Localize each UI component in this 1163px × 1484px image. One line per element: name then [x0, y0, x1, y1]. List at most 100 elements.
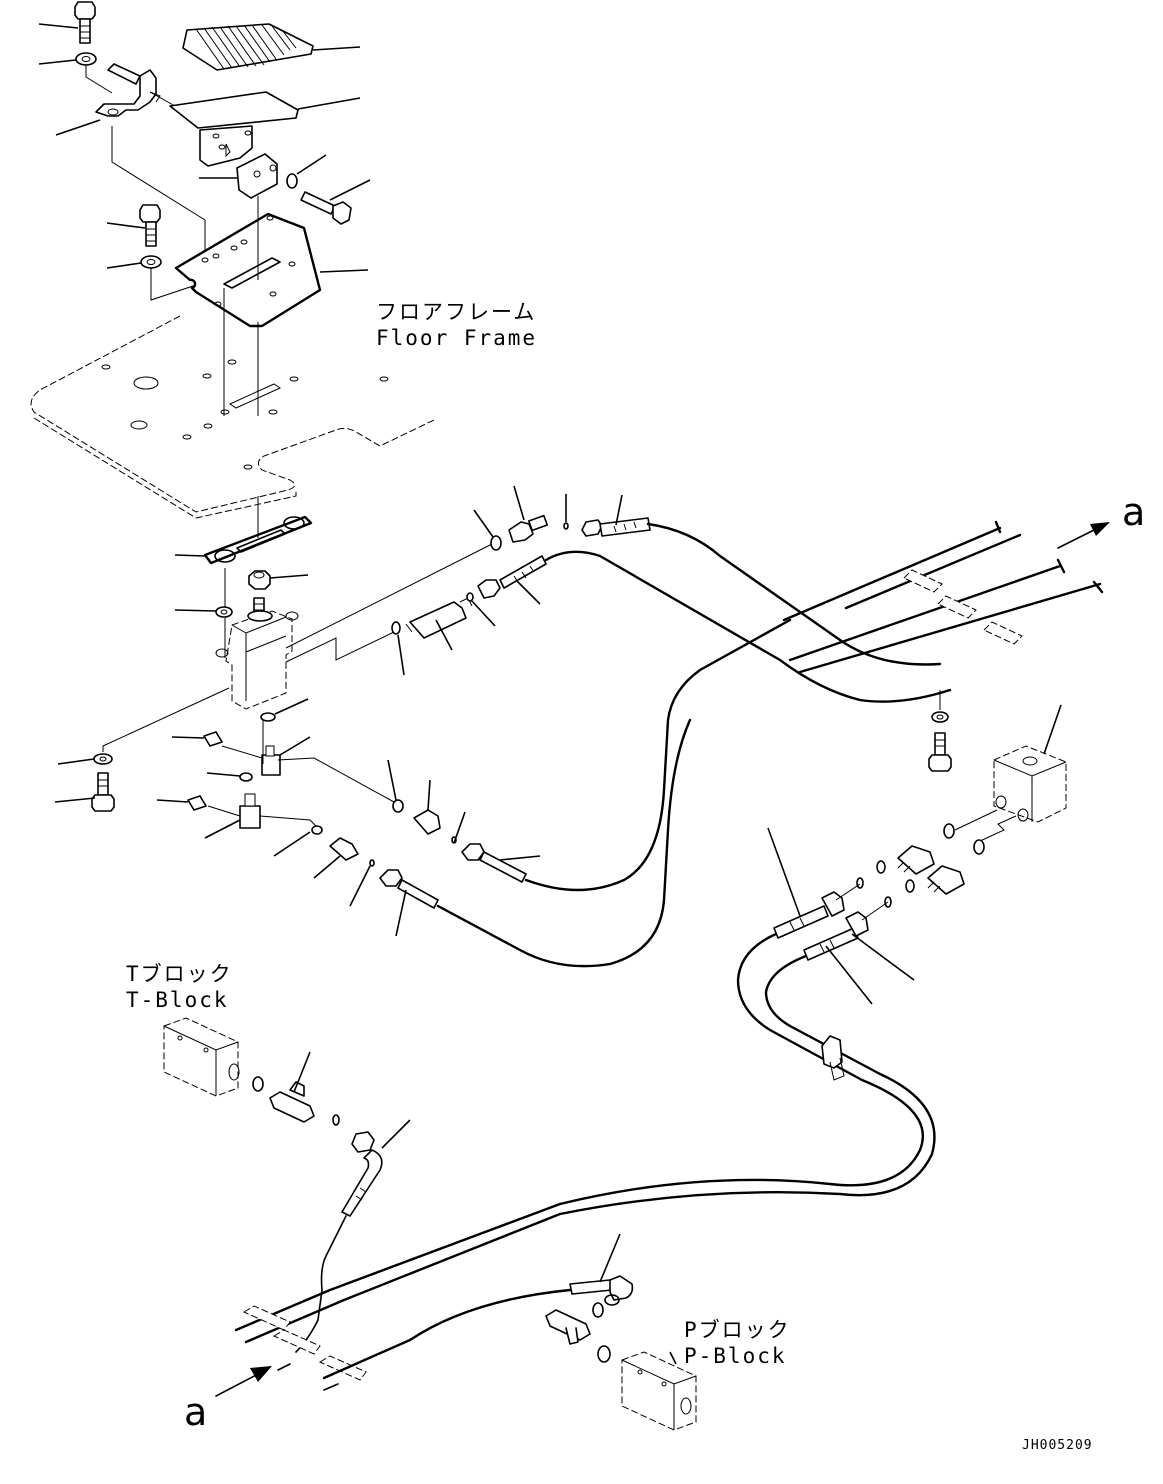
leader-line: [279, 736, 311, 756]
valve-block[interactable]: [993, 745, 1067, 823]
connector[interactable]: [329, 837, 359, 861]
washer-top[interactable]: [75, 52, 97, 66]
tee-fitting[interactable]: [545, 1309, 591, 1345]
hose-fitting[interactable]: [773, 891, 845, 939]
leader-line: [313, 855, 341, 879]
hose-fitting[interactable]: [803, 911, 869, 961]
leader-line: [435, 619, 453, 651]
nut[interactable]: [248, 570, 271, 590]
leader-line: [473, 509, 494, 538]
leader-line: [513, 485, 525, 521]
o-ring[interactable]: [392, 799, 404, 813]
o-ring[interactable]: [490, 535, 502, 551]
leader-line: [851, 933, 915, 981]
drawing-code: JH005209: [1022, 1438, 1093, 1453]
o-ring[interactable]: [943, 823, 955, 839]
leader-line: [273, 831, 311, 857]
assembly-line: [207, 720, 395, 833]
o-ring[interactable]: [369, 859, 375, 867]
arrow-a-bottom: [215, 1366, 272, 1397]
washer-bottom[interactable]: [93, 753, 113, 765]
bolt-top[interactable]: [74, 1, 96, 44]
o-ring[interactable]: [563, 522, 569, 530]
floor-frame: [30, 315, 435, 519]
o-ring[interactable]: [311, 825, 323, 835]
pedal-bracket[interactable]: [95, 63, 161, 117]
adapter-fitting[interactable]: [897, 845, 935, 875]
o-ring[interactable]: [592, 1302, 604, 1318]
p-block-label-en: P-Block: [684, 1344, 787, 1368]
washer-right[interactable]: [286, 173, 298, 189]
hose-line: [436, 520, 1104, 968]
leader-line: [470, 599, 496, 627]
elbow-connector[interactable]: [508, 514, 549, 543]
elbow-fitting[interactable]: [203, 731, 223, 747]
clamp[interactable]: [821, 1035, 845, 1081]
adapter-fitting[interactable]: [927, 865, 965, 895]
pedal-plate[interactable]: [169, 91, 299, 167]
ppc-valve[interactable]: [215, 597, 299, 710]
leader-line: [57, 758, 95, 765]
leader-line: [38, 59, 77, 65]
hose-fitting[interactable]: [379, 869, 439, 909]
leader-line: [499, 855, 541, 861]
leader-line: [174, 554, 206, 557]
hose-fitting[interactable]: [581, 517, 651, 537]
o-ring[interactable]: [332, 1114, 340, 1126]
o-ring[interactable]: [973, 839, 985, 855]
bolt-right[interactable]: [300, 191, 352, 225]
o-ring[interactable]: [905, 879, 915, 893]
hose-fitting[interactable]: [569, 1275, 634, 1306]
leader-line: [297, 97, 361, 110]
o-ring[interactable]: [252, 1076, 264, 1092]
leader-line: [1043, 704, 1062, 755]
assembly-line: [285, 543, 493, 663]
leader-line: [767, 827, 801, 917]
gasket[interactable]: [203, 515, 313, 565]
o-ring[interactable]: [597, 1345, 611, 1363]
o-ring[interactable]: [391, 621, 401, 635]
stopper-block[interactable]: [236, 153, 278, 199]
bolt-mid[interactable]: [139, 204, 161, 247]
washer-valve[interactable]: [215, 606, 233, 618]
leader-line: [515, 579, 541, 605]
leader-line: [54, 797, 96, 803]
leader-line: [296, 154, 327, 175]
bolt-right-lower[interactable]: [928, 732, 952, 772]
assembly-line: [835, 883, 889, 921]
clamp[interactable]: [242, 1305, 367, 1391]
p-block-label-jp: Pブロック: [684, 1318, 791, 1342]
leader-line: [156, 799, 189, 803]
bolt-bottom[interactable]: [91, 772, 115, 812]
p-block[interactable]: [621, 1351, 697, 1431]
leader-line: [427, 779, 431, 811]
connector[interactable]: [413, 809, 441, 835]
leader-line: [381, 1119, 411, 1149]
washer-right-lower[interactable]: [931, 711, 949, 723]
t-block[interactable]: [163, 1017, 240, 1097]
adapter-fitting[interactable]: [261, 745, 281, 776]
leader-line: [395, 889, 407, 937]
washer-mid[interactable]: [140, 255, 162, 269]
leader-line: [615, 494, 623, 526]
o-ring[interactable]: [876, 860, 886, 874]
mount-plate[interactable]: [174, 212, 322, 328]
o-ring[interactable]: [260, 712, 276, 722]
adapter-fitting[interactable]: [239, 793, 261, 829]
elbow-fitting[interactable]: [187, 795, 207, 811]
hose-fitting[interactable]: [477, 555, 547, 599]
leader-line: [174, 609, 217, 612]
leader-line: [599, 1233, 621, 1283]
leader-line: [38, 23, 79, 29]
o-ring[interactable]: [466, 592, 474, 602]
o-ring[interactable]: [856, 877, 864, 889]
pedal-pad[interactable]: [182, 23, 314, 71]
connector[interactable]: [405, 597, 473, 639]
hose-fitting[interactable]: [461, 843, 527, 883]
o-ring[interactable]: [239, 772, 253, 782]
t-block-label-jp: Tブロック: [126, 962, 233, 986]
clamp[interactable]: [903, 569, 1023, 645]
leader-line: [319, 269, 369, 273]
tee-fitting[interactable]: [269, 1081, 315, 1123]
hose-fitting[interactable]: [341, 1131, 383, 1217]
